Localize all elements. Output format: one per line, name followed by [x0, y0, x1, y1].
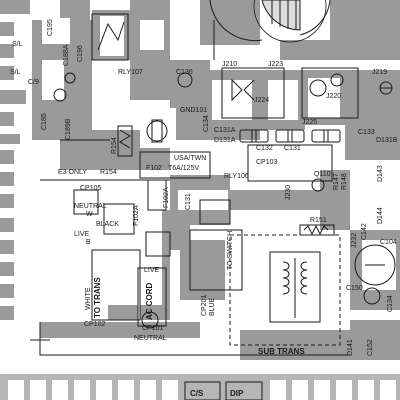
label-j219: J219: [372, 69, 387, 76]
label-live-b: LIVE: [74, 231, 90, 238]
label-r151: R151: [310, 217, 327, 224]
label-c189b: C189B: [65, 118, 72, 140]
label-j230: J230: [285, 185, 292, 200]
label-to-switch: TO SWITCH: [227, 231, 234, 270]
label-to-trans: TO TRANS: [93, 277, 102, 318]
label-rly106: RLY106: [224, 173, 249, 180]
label-d143: D143: [377, 165, 384, 182]
label-c131c: C131: [185, 193, 192, 210]
label-j232: J232: [351, 233, 358, 248]
label-c131a: C131A: [214, 127, 236, 134]
label-blue: BLUE: [209, 297, 216, 316]
label-f102a: F102A: [163, 187, 170, 208]
label-r154: R154: [111, 137, 118, 154]
label-j224: J224: [254, 97, 269, 104]
label-r154b: R154: [100, 169, 117, 176]
silkscreen-layer: [30, 0, 396, 400]
label-c134b: C134: [387, 295, 394, 312]
label-j210: J210: [222, 61, 237, 68]
label-c150: C150: [346, 285, 363, 292]
label-cp101: CP101: [142, 325, 164, 332]
label-live: LIVE: [144, 267, 160, 274]
label-c152: C152: [367, 339, 374, 356]
label-ac-cord: AC CORD: [145, 282, 154, 320]
label-c185: C185: [41, 113, 48, 130]
label-c104: C104: [380, 239, 397, 246]
board-cutouts: [8, 16, 396, 400]
label-c142: C142: [361, 223, 368, 240]
label-cp201: CP201: [201, 294, 208, 316]
label-white: WHITE: [85, 287, 92, 310]
label-c134: C134: [203, 115, 210, 132]
silkscreen-labels: S/L S/L C/9 C196 C195 C185 C188A C189B R…: [10, 19, 398, 398]
label-c136: C136: [176, 69, 193, 76]
label-c196: C196: [77, 45, 84, 62]
label-j223: J223: [268, 61, 283, 68]
label-f102b: F102A: [133, 205, 140, 226]
label-r148: R148: [341, 173, 348, 190]
label-f102: F102: [146, 165, 162, 172]
label-s-l-2: S/L: [10, 69, 21, 76]
label-neutral: NEUTRAL: [134, 335, 167, 342]
label-sub-trans: SUB TRANS: [258, 347, 305, 356]
label-neutral-w: NEUTRAL: [74, 203, 107, 210]
label-dip: DIP: [230, 389, 244, 398]
label-usa-twn: USA/TWN: [174, 155, 206, 162]
label-c131: C131: [284, 145, 301, 152]
label-q110: Q110: [314, 171, 331, 178]
label-s-l-1: S/L: [12, 41, 23, 48]
label-d141: D141: [347, 339, 354, 356]
label-cp103: CP103: [256, 159, 278, 166]
label-c195: C195: [47, 19, 54, 36]
label-j225: J225: [302, 119, 317, 126]
label-d144: D144: [377, 207, 384, 224]
label-w: W: [86, 211, 93, 218]
label-c-9: C/9: [28, 79, 39, 86]
label-f102-rating: T6A/125V: [168, 165, 199, 172]
label-d131b: D131B: [376, 137, 398, 144]
label-rly107: RLY107: [118, 69, 143, 76]
label-cp105: CP105: [80, 185, 102, 192]
label-black: BLACK: [96, 221, 119, 228]
label-e3-only: E3 ONLY: [58, 169, 87, 176]
label-r147: R147: [333, 173, 340, 190]
label-d131a: D131A: [214, 137, 236, 144]
label-c-s: C/S: [190, 389, 204, 398]
label-gnd101: GND101: [180, 107, 207, 114]
label-c188a: C188A: [63, 44, 70, 66]
label-c133: C133: [358, 129, 375, 136]
label-c132: C132: [256, 145, 273, 152]
label-b: B: [86, 239, 91, 246]
label-cp102: CP102: [84, 321, 106, 328]
label-j220: J220: [326, 93, 341, 100]
